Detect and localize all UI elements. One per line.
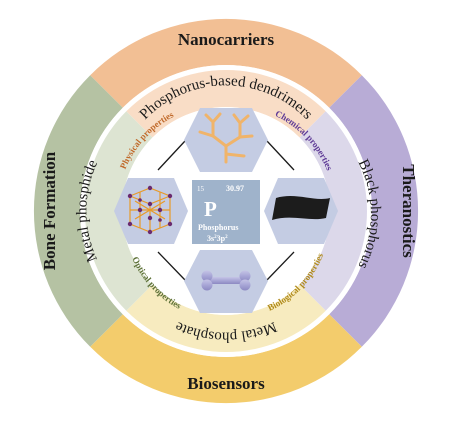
- atomic-mass: 30.97: [226, 184, 244, 193]
- phosphorus-element-tile: [192, 180, 260, 244]
- outer-ring-left: [33, 75, 123, 347]
- theranostics-label: Theranostics: [399, 164, 418, 258]
- dendrimer-icon: [198, 112, 254, 164]
- middle-ring-top: [126, 70, 326, 138]
- black-phosphorus-sheet-icon: [272, 196, 330, 220]
- hexagon-top: [184, 108, 268, 172]
- bone-icon: [201, 270, 251, 291]
- atomic-number: 15: [197, 185, 205, 193]
- element-symbol: P: [204, 197, 217, 221]
- bone-formation-label: Bone Formation: [40, 151, 59, 270]
- middle-ring-bottom: [126, 284, 326, 352]
- outer-ring-bottom: [90, 314, 362, 404]
- element-name: Phosphorus: [198, 223, 238, 232]
- outer-ring-right: [329, 75, 419, 347]
- outer-ring-top: [90, 18, 362, 108]
- electron-configuration: 3s23p2: [207, 234, 228, 243]
- biosensors-label: Biosensors: [187, 374, 265, 393]
- connector-lines: [157, 140, 295, 281]
- crystal-lattice-icon: [127, 185, 173, 235]
- nanocarriers-label: Nanocarriers: [178, 30, 275, 49]
